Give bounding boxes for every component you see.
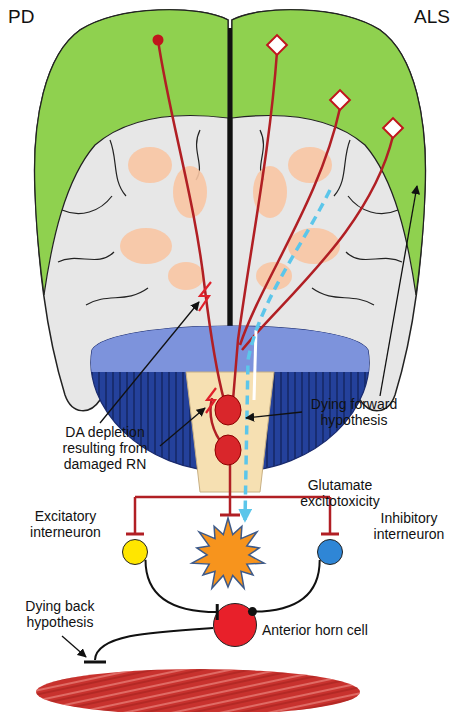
basal-ganglia <box>168 262 204 290</box>
node-label: Inhibitory interneuron <box>366 510 452 542</box>
motor-pathway <box>134 497 137 534</box>
sulcus-line <box>58 252 114 262</box>
basal-ganglia <box>128 147 172 183</box>
leader-line <box>246 412 302 418</box>
starburst-outline <box>188 517 268 593</box>
red-nucleus <box>215 395 241 425</box>
leader-line <box>380 186 417 396</box>
callout-text: Dying forward hypothesis <box>298 396 410 428</box>
sulcus-line <box>334 140 350 196</box>
inhibitory-interneuron: Inhibitory interneuron <box>317 539 343 565</box>
node-label: Glutamate excitotoxicity <box>285 477 395 509</box>
excitotoxicity-burst: Glutamate excitotoxicity <box>188 517 268 593</box>
sulcus-line <box>62 196 112 214</box>
node-label: Anterior horn cell <box>262 622 392 638</box>
upper-motor-neuron <box>330 90 350 110</box>
excitatory-interneuron: Excitatory interneuron <box>122 539 148 565</box>
basal-ganglia <box>120 228 172 264</box>
midbrain-band <box>80 310 380 372</box>
muscle-fibres <box>36 669 360 712</box>
connector-line <box>252 560 319 612</box>
callout-text: Dying back hypothesis <box>14 598 106 630</box>
sulcus-line <box>348 196 398 214</box>
side-label: PD <box>8 6 52 28</box>
upper-motor-neuron <box>383 118 403 138</box>
sulcus-line <box>110 140 126 196</box>
node-label: Excitatory interneuron <box>18 508 113 540</box>
basal-ganglia <box>288 228 340 264</box>
callout-text: DA depletion resulting from damaged RN <box>38 424 172 472</box>
tbar-head <box>216 604 219 620</box>
damage-bolt <box>199 282 211 311</box>
connector <box>145 560 217 620</box>
motor-pathway <box>242 136 393 350</box>
glutamate-pathway <box>245 190 330 520</box>
connector <box>248 560 320 616</box>
neuron-soma <box>153 35 164 46</box>
sulcus-line <box>346 252 402 262</box>
motor-pathway <box>158 40 224 400</box>
anterior-horn-cell: Anterior horn cell <box>213 603 257 647</box>
starburst-shape <box>192 518 264 588</box>
inhibition-bar <box>126 533 144 536</box>
inhibition-bar <box>84 661 106 664</box>
midline-fissure <box>228 28 232 345</box>
basal-ganglia <box>288 147 332 183</box>
inhibition-bar <box>321 533 339 536</box>
inhibition-bar <box>220 514 240 517</box>
damage-bolt <box>206 388 216 413</box>
red-nucleus <box>215 435 241 465</box>
connector-line <box>145 560 217 612</box>
motor-pathway <box>240 108 340 345</box>
sulcus-line <box>86 288 148 305</box>
leader-line <box>100 302 199 423</box>
dot-head <box>248 607 257 616</box>
motor-axon <box>95 628 213 660</box>
sulcus-line <box>312 288 374 305</box>
basal-ganglia <box>256 262 292 290</box>
motor-pathway <box>229 497 232 515</box>
leader-line <box>160 408 205 446</box>
motor-pathway <box>229 460 232 497</box>
motor-pathway <box>233 52 277 400</box>
upper-motor-neuron <box>267 35 287 55</box>
side-label: ALS <box>396 6 450 28</box>
muscle <box>36 669 360 712</box>
leader-line <box>62 636 86 657</box>
